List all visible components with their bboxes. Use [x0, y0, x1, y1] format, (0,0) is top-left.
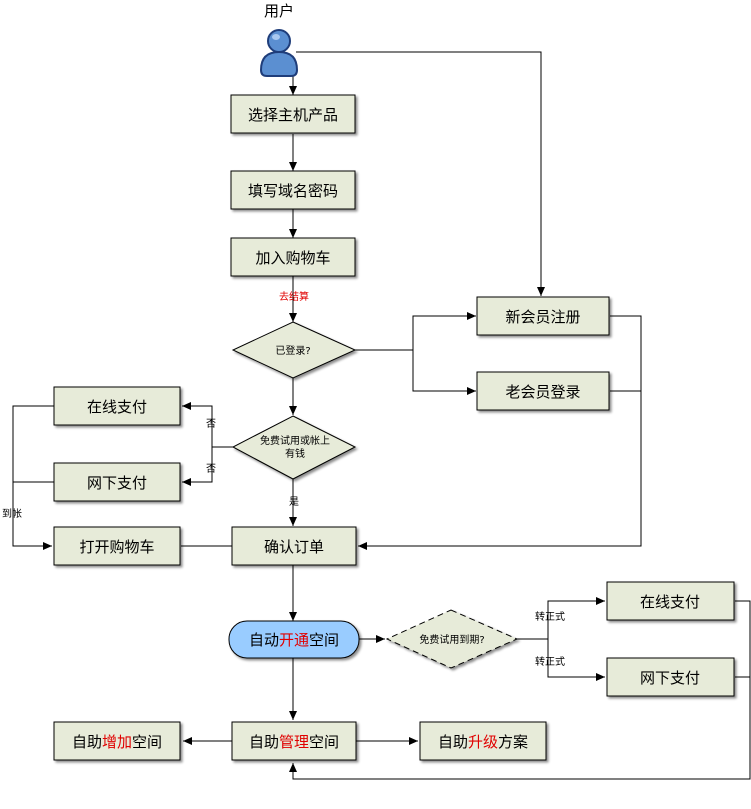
node-new-member-label: 新会员注册 [505, 308, 580, 326]
node-offline-pay-left: 网下支付 [53, 462, 181, 502]
edge-label-no-2: 否 [206, 463, 216, 475]
node-fill-domain-label: 填写域名密码 [248, 182, 338, 200]
edge-label-to-formal-1: 转正式 [535, 610, 565, 623]
node-new-member: 新会员注册 [476, 296, 610, 336]
node-online-pay-right-label: 在线支付 [640, 593, 700, 611]
connectors [12, 51, 751, 780]
node-online-pay-left-label: 在线支付 [87, 398, 147, 416]
node-offline-pay-right: 网下支付 [606, 657, 735, 697]
edge-label-no-1: 否 [206, 418, 216, 430]
decision-free-trial-label-1: 免费试用或帐上 [260, 434, 330, 447]
edge-label-to-formal-2: 转正式 [535, 655, 565, 668]
node-self-upgrade-label: 自助升级方案 [438, 733, 528, 751]
node-add-cart-label: 加入购物车 [255, 249, 330, 267]
node-confirm-order: 确认订单 [231, 526, 357, 566]
decision-trial-expired: 免费试用到期? [385, 609, 519, 669]
node-self-add-label: 自助增加空间 [72, 733, 162, 751]
node-self-upgrade: 自助升级方案 [419, 721, 547, 761]
user-label: 用户 [264, 2, 294, 20]
node-fill-domain: 填写域名密码 [230, 170, 356, 210]
node-open-cart: 打开购物车 [53, 526, 181, 566]
node-select-product-label: 选择主机产品 [248, 106, 338, 124]
node-offline-pay-left-label: 网下支付 [87, 474, 147, 492]
node-self-manage-label: 自助管理空间 [249, 733, 339, 751]
decision-logged-in-label: 已登录? [275, 344, 310, 357]
decision-logged-in: 已登录? [231, 321, 357, 379]
node-auto-open: 自动开通空间 [228, 620, 360, 659]
edge-label-go-checkout: 去结算 [279, 290, 309, 303]
node-auto-open-label: 自动开通空间 [249, 631, 339, 649]
node-add-cart: 加入购物车 [230, 237, 356, 277]
node-online-pay-right: 在线支付 [606, 581, 735, 621]
node-online-pay-left: 在线支付 [53, 386, 181, 426]
node-offline-pay-right-label: 网下支付 [640, 669, 700, 687]
node-old-member: 老会员登录 [476, 371, 610, 411]
node-self-add: 自助增加空间 [53, 721, 181, 761]
node-select-product: 选择主机产品 [230, 94, 356, 134]
node-old-member-label: 老会员登录 [505, 383, 580, 401]
decision-trial-expired-label: 免费试用到期? [419, 633, 484, 646]
node-open-cart-label: 打开购物车 [79, 538, 154, 556]
edge-label-paid: 到帐 [2, 507, 22, 520]
edge-label-yes: 是 [289, 496, 299, 508]
decision-free-trial: 免费试用或帐上 有钱 [231, 415, 357, 480]
node-confirm-order-label: 确认订单 [264, 538, 324, 556]
node-self-manage: 自助管理空间 [231, 721, 357, 761]
decision-free-trial-label-2: 有钱 [285, 447, 305, 460]
user-icon [259, 29, 299, 77]
